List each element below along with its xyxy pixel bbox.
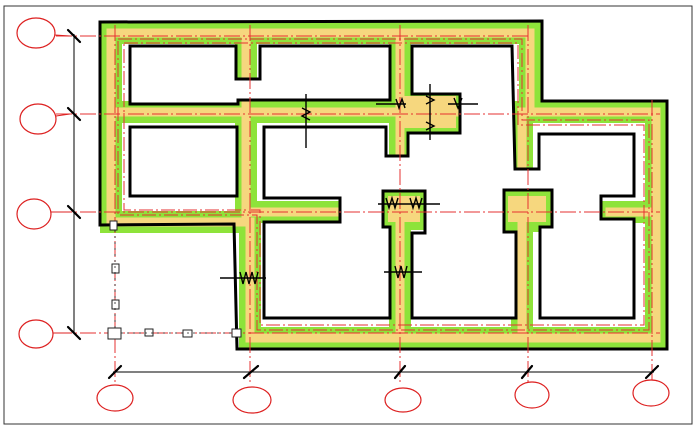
slash-tick-icon (644, 364, 660, 380)
zigzag-break-icon (394, 265, 408, 279)
wall-centerlines (117, 38, 650, 331)
slash-tick-icon (66, 325, 82, 341)
square-marker-icon (111, 299, 120, 310)
square-marker-icon (182, 329, 193, 338)
zigzag-break-icon (239, 271, 259, 285)
break-marks (220, 84, 478, 285)
zigzag-break-icon (385, 195, 399, 211)
red-ellipse-icon (232, 386, 272, 414)
room-opening (128, 125, 239, 198)
square-marker-icon (144, 328, 154, 337)
square-marker-icon (111, 263, 120, 274)
centerline-outer2 (123, 42, 645, 326)
room-opening (262, 44, 636, 320)
slash-tick-icon (66, 106, 82, 122)
footing-outer-edge (98, 19, 669, 351)
red-ellipse-icon (16, 17, 56, 49)
dimension-lines (73, 34, 654, 373)
zigzag-break-icon (300, 107, 312, 121)
marker-links (114, 230, 232, 334)
centerline-outer (117, 38, 650, 331)
wall-pad (508, 196, 546, 222)
slash-tick-icon (520, 364, 534, 380)
room-openings (128, 44, 636, 320)
grid-bubbles-bottom (96, 379, 670, 414)
red-ellipse-icon (16, 198, 52, 230)
red-ellipse-icon (514, 381, 550, 409)
red-ellipse-icon (19, 103, 57, 135)
zigzag-break-icon (425, 121, 436, 131)
column-markers (107, 220, 242, 340)
grid-bubble-leaders-left (51, 34, 71, 334)
red-ellipse-icon (18, 319, 54, 349)
zigzag-break-icon (453, 97, 463, 110)
square-marker-icon (107, 327, 122, 340)
wall-outer (106, 28, 661, 343)
bubble-leader (54, 34, 71, 37)
bubble-leader (55, 113, 71, 117)
square-marker-icon (231, 328, 242, 338)
dimension-ticks (66, 28, 660, 380)
drawing-frame (3, 5, 693, 425)
red-ellipse-icon (96, 384, 134, 412)
zigzag-break-icon (425, 95, 436, 105)
red-ellipse-icon (632, 379, 670, 407)
room-opening (128, 44, 392, 106)
wall-pads (388, 96, 546, 222)
slash-tick-icon (393, 364, 407, 380)
grid-bubbles-left (16, 17, 57, 349)
slash-tick-icon (66, 28, 82, 44)
red-ellipse-icon (384, 387, 422, 413)
slash-tick-icon (66, 204, 82, 220)
slash-tick-icon (242, 364, 260, 380)
zigzag-break-icon (395, 96, 406, 111)
square-marker-icon (109, 220, 118, 231)
grid-axes (56, 25, 660, 385)
slash-tick-icon (107, 364, 123, 380)
zigzag-break-icon (409, 195, 423, 211)
wall-pad (402, 96, 456, 128)
